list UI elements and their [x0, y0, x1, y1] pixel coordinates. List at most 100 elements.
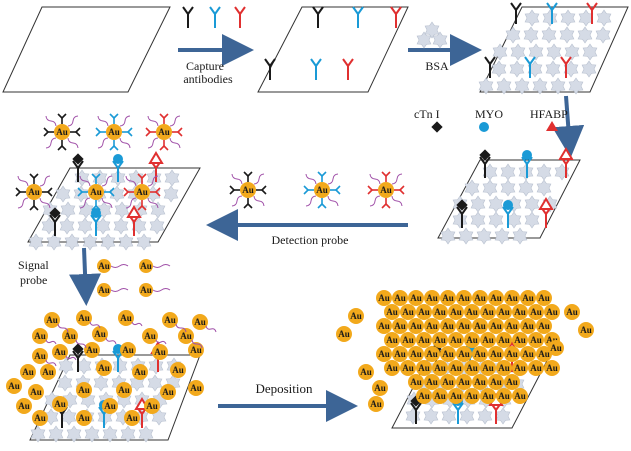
bsa-star	[582, 43, 598, 61]
linker-strand	[79, 175, 91, 187]
probe-antibody-arm	[229, 189, 235, 195]
probe-antibody-arm	[159, 145, 165, 151]
antibody-arm	[187, 6, 194, 15]
probe-antibody-arm	[141, 173, 147, 179]
antibody-arm	[484, 56, 491, 65]
gold-label: Au	[410, 349, 422, 359]
bsa-star	[568, 77, 584, 95]
gold-label: Au	[434, 391, 446, 401]
gold-label: Au	[490, 293, 502, 303]
substrate-panel-2	[257, 6, 409, 93]
bsa-star	[28, 233, 44, 251]
probe-antibody-arm	[57, 145, 63, 151]
bsa-molecules	[416, 21, 448, 49]
gold-label: Au	[158, 127, 170, 137]
antibody-arm	[551, 2, 558, 11]
gold-nanoparticle	[188, 380, 204, 396]
gold-nanoparticle	[120, 342, 136, 358]
gold-nanoparticle	[504, 318, 520, 334]
arrow-down	[552, 95, 585, 158]
free-capture-antibodies	[182, 6, 246, 28]
probe-antibody-arm	[43, 131, 49, 137]
gold-label: Au	[104, 401, 116, 411]
linker-strand	[253, 173, 265, 185]
gold-nanoparticle	[162, 312, 178, 328]
bsa-star	[459, 407, 475, 425]
gold-nanoparticle	[528, 304, 544, 320]
label-deposition: Deposition	[255, 381, 313, 396]
linker-strand	[67, 137, 79, 149]
myo-antigen-icon	[479, 122, 489, 132]
bsa-star	[82, 233, 98, 251]
gold-nanoparticle	[424, 318, 440, 334]
probe-antibody-arm	[141, 205, 147, 211]
gold-nanoparticle	[76, 310, 92, 326]
bsa-blocked-surface	[478, 2, 612, 95]
antibody-arm	[77, 160, 84, 169]
gold-nanoparticle	[488, 374, 504, 390]
bsa-star	[492, 43, 508, 61]
gold-nanoparticle	[84, 342, 100, 358]
antibody-arm	[264, 58, 271, 67]
bsa-star	[109, 185, 125, 203]
gold-label: Au	[350, 311, 362, 321]
linker-strand	[253, 195, 265, 207]
bsa-star	[64, 233, 80, 251]
gold-label: Au	[482, 391, 494, 401]
gold-label: Au	[474, 293, 486, 303]
gold-nanoparticle	[504, 374, 520, 390]
gold-nanoparticle	[432, 360, 448, 376]
myo-antigen	[113, 154, 123, 164]
probe-antibody-arm	[29, 205, 35, 211]
antibody-arm	[410, 402, 417, 411]
gold-nanoparticle	[52, 396, 68, 412]
label-detection-probe: Detection probe	[272, 233, 349, 247]
bsa-star	[163, 185, 179, 203]
bsa-star	[55, 185, 71, 203]
gold-label: Au	[506, 293, 518, 303]
linker-strand	[327, 173, 339, 185]
probe-antibody-arm	[77, 191, 83, 197]
bsa-star	[563, 60, 579, 78]
antibody-arm	[234, 6, 241, 15]
gold-nanoparticle	[464, 332, 480, 348]
gold-nanoparticle	[97, 283, 111, 297]
bsa-star	[100, 233, 116, 251]
gold-nanoparticle	[400, 360, 416, 376]
gold-nanoparticle	[16, 398, 32, 414]
gold-label: Au	[144, 331, 156, 341]
linker-strand	[67, 115, 79, 127]
gold-nanoparticle	[376, 318, 392, 334]
antibody-arm	[560, 56, 567, 65]
gold-label: Au	[18, 401, 30, 411]
myo-antigen	[503, 200, 513, 210]
probe-antibody-arm	[47, 191, 53, 197]
gold-nanoparticle	[472, 318, 488, 334]
probe-antibody-arm	[95, 131, 101, 137]
label-hfabp: HFABP	[530, 107, 568, 121]
linker-strand	[391, 173, 403, 185]
probe-antibody-arm	[47, 187, 53, 193]
bsa-star	[60, 201, 76, 219]
antibody-arm	[182, 6, 189, 15]
probe-antibody-arm	[15, 191, 21, 197]
probe-antibody-arm	[137, 205, 143, 211]
bsa-star	[477, 407, 493, 425]
ctni-antigen	[456, 199, 468, 211]
gold-nanoparticle	[116, 382, 132, 398]
gold-nanoparticle	[480, 332, 496, 348]
bsa-star	[66, 425, 82, 443]
gold-nanoparticle	[192, 314, 208, 330]
gold-nanoparticle	[188, 342, 204, 358]
probe-antibody-arm	[127, 131, 133, 137]
bsa-star	[581, 60, 597, 78]
probe-antibody-arm	[77, 187, 83, 193]
gold-label: Au	[194, 317, 206, 327]
gold-nanoparticle	[102, 398, 118, 414]
gold-nanoparticle	[440, 290, 456, 306]
gold-nanoparticle	[416, 360, 432, 376]
probe-antibody-arm	[303, 185, 309, 191]
linker-strand	[110, 288, 129, 292]
